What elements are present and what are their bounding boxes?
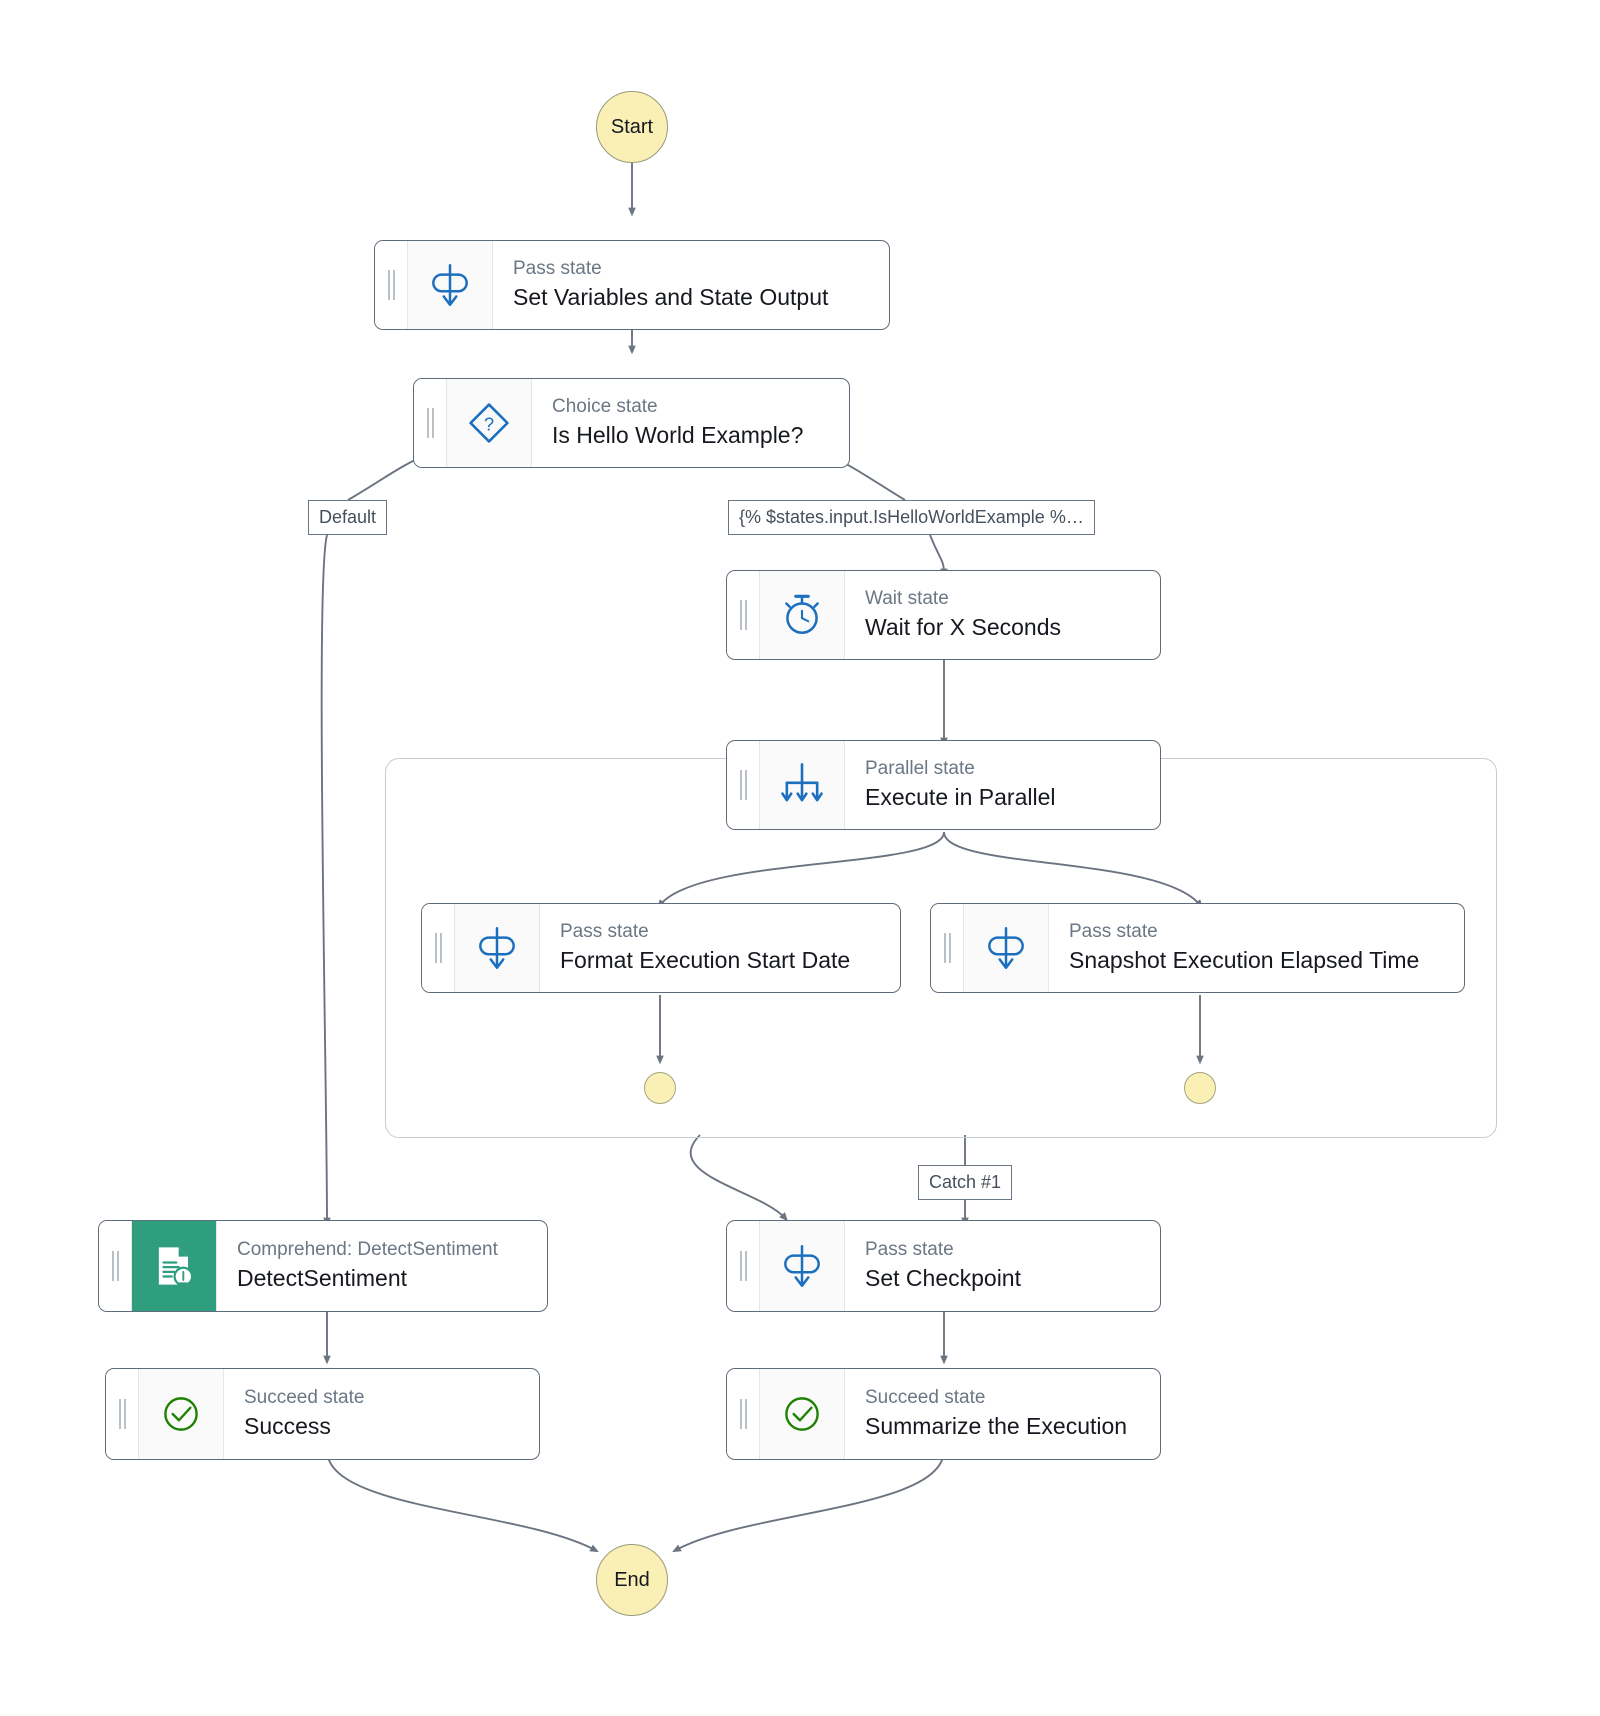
edge-condition-to-wait bbox=[929, 534, 948, 578]
choice-state-icon: ? bbox=[447, 379, 532, 467]
state-title-label: Summarize the Execution bbox=[865, 1413, 1128, 1440]
state-kind-label: Parallel state bbox=[865, 757, 975, 779]
state-node-text: Pass state Snapshot Execution Elapsed Ti… bbox=[1049, 904, 1464, 992]
edge-label-catch-1[interactable]: Catch #1 bbox=[918, 1165, 1013, 1200]
drag-handle-icon[interactable] bbox=[106, 1369, 139, 1459]
succeed-state-icon bbox=[139, 1369, 224, 1459]
state-kind-label: Succeed state bbox=[244, 1386, 365, 1408]
drag-handle-icon[interactable] bbox=[99, 1221, 132, 1311]
edge-summarize-to-end bbox=[672, 1449, 945, 1553]
state-title-label: Set Variables and State Output bbox=[513, 284, 829, 311]
start-node[interactable]: Start bbox=[596, 91, 668, 163]
state-title-label: Format Execution Start Date bbox=[560, 947, 851, 974]
drag-handle-icon[interactable] bbox=[727, 1221, 760, 1311]
branch-end-node-1[interactable] bbox=[644, 1072, 676, 1104]
state-node-snapshot-elapsed[interactable]: Pass state Snapshot Execution Elapsed Ti… bbox=[930, 903, 1465, 993]
state-kind-label: Pass state bbox=[1069, 920, 1158, 942]
pass-state-icon bbox=[964, 904, 1049, 992]
state-title-label: Snapshot Execution Elapsed Time bbox=[1069, 947, 1420, 974]
state-title-label: DetectSentiment bbox=[237, 1265, 408, 1292]
end-node[interactable]: End bbox=[596, 1544, 668, 1616]
state-node-text: Succeed state Summarize the Execution bbox=[845, 1369, 1160, 1459]
pass-state-icon bbox=[408, 241, 493, 329]
state-node-set-variables[interactable]: Pass state Set Variables and State Outpu… bbox=[374, 240, 890, 330]
drag-handle-icon[interactable] bbox=[727, 1369, 760, 1459]
state-node-wait-x-seconds[interactable]: Wait state Wait for X Seconds bbox=[726, 570, 1161, 660]
state-node-execute-parallel[interactable]: Parallel state Execute in Parallel bbox=[726, 740, 1161, 830]
state-node-text: Comprehend: DetectSentiment DetectSentim… bbox=[217, 1221, 547, 1311]
branch-end-node-2[interactable] bbox=[1184, 1072, 1216, 1104]
state-node-text: Succeed state Success bbox=[224, 1369, 539, 1459]
end-node-label: End bbox=[614, 1568, 650, 1591]
state-node-text: Pass state Set Variables and State Outpu… bbox=[493, 241, 889, 329]
comprehend-icon bbox=[132, 1221, 217, 1311]
pass-state-icon bbox=[455, 904, 540, 992]
state-node-text: Wait state Wait for X Seconds bbox=[845, 571, 1160, 659]
state-node-text: Pass state Set Checkpoint bbox=[845, 1221, 1160, 1311]
edge-parallel-group-to-set-checkpoint bbox=[689, 1134, 788, 1222]
svg-text:?: ? bbox=[484, 414, 494, 435]
state-node-success[interactable]: Succeed state Success bbox=[105, 1368, 540, 1460]
state-kind-label: Pass state bbox=[560, 920, 649, 942]
wait-state-icon bbox=[760, 571, 845, 659]
state-title-label: Wait for X Seconds bbox=[865, 614, 1062, 641]
state-title-label: Execute in Parallel bbox=[865, 784, 1056, 811]
state-kind-label: Pass state bbox=[513, 257, 602, 279]
edge-success-to-end bbox=[326, 1449, 599, 1553]
drag-handle-icon[interactable] bbox=[727, 571, 760, 659]
state-node-summarize-execution[interactable]: Succeed state Summarize the Execution bbox=[726, 1368, 1161, 1460]
edge-label-default[interactable]: Default bbox=[308, 500, 388, 535]
state-node-format-start-date[interactable]: Pass state Format Execution Start Date bbox=[421, 903, 901, 993]
start-node-label: Start bbox=[610, 115, 654, 138]
state-kind-label: Choice state bbox=[552, 395, 658, 417]
drag-handle-icon[interactable] bbox=[931, 904, 964, 992]
drag-handle-icon[interactable] bbox=[375, 241, 408, 329]
state-node-text: Parallel state Execute in Parallel bbox=[845, 741, 1160, 829]
edge-default-to-detect-sentiment bbox=[320, 534, 331, 1227]
state-kind-label: Succeed state bbox=[865, 1386, 986, 1408]
succeed-state-icon bbox=[760, 1369, 845, 1459]
state-title-label: Is Hello World Example? bbox=[552, 422, 804, 449]
state-node-text: Pass state Format Execution Start Date bbox=[540, 904, 900, 992]
state-node-detect-sentiment[interactable]: Comprehend: DetectSentiment DetectSentim… bbox=[98, 1220, 548, 1312]
state-kind-label: Comprehend: DetectSentiment bbox=[237, 1238, 498, 1260]
drag-handle-icon[interactable] bbox=[422, 904, 455, 992]
state-kind-label: Pass state bbox=[865, 1238, 954, 1260]
drag-handle-icon[interactable] bbox=[414, 379, 447, 467]
drag-handle-icon[interactable] bbox=[727, 741, 760, 829]
pass-state-icon bbox=[760, 1221, 845, 1311]
edge-label-condition[interactable]: {% $states.input.IsHelloWorldExample %… bbox=[728, 500, 1095, 535]
state-title-label: Set Checkpoint bbox=[865, 1265, 1021, 1292]
state-node-text: Choice state Is Hello World Example? bbox=[532, 379, 849, 467]
state-node-set-checkpoint[interactable]: Pass state Set Checkpoint bbox=[726, 1220, 1161, 1312]
state-node-is-hello-world[interactable]: ? Choice state Is Hello World Example? bbox=[413, 378, 850, 468]
parallel-state-icon bbox=[760, 741, 845, 829]
state-title-label: Success bbox=[244, 1413, 331, 1440]
state-kind-label: Wait state bbox=[865, 587, 949, 609]
